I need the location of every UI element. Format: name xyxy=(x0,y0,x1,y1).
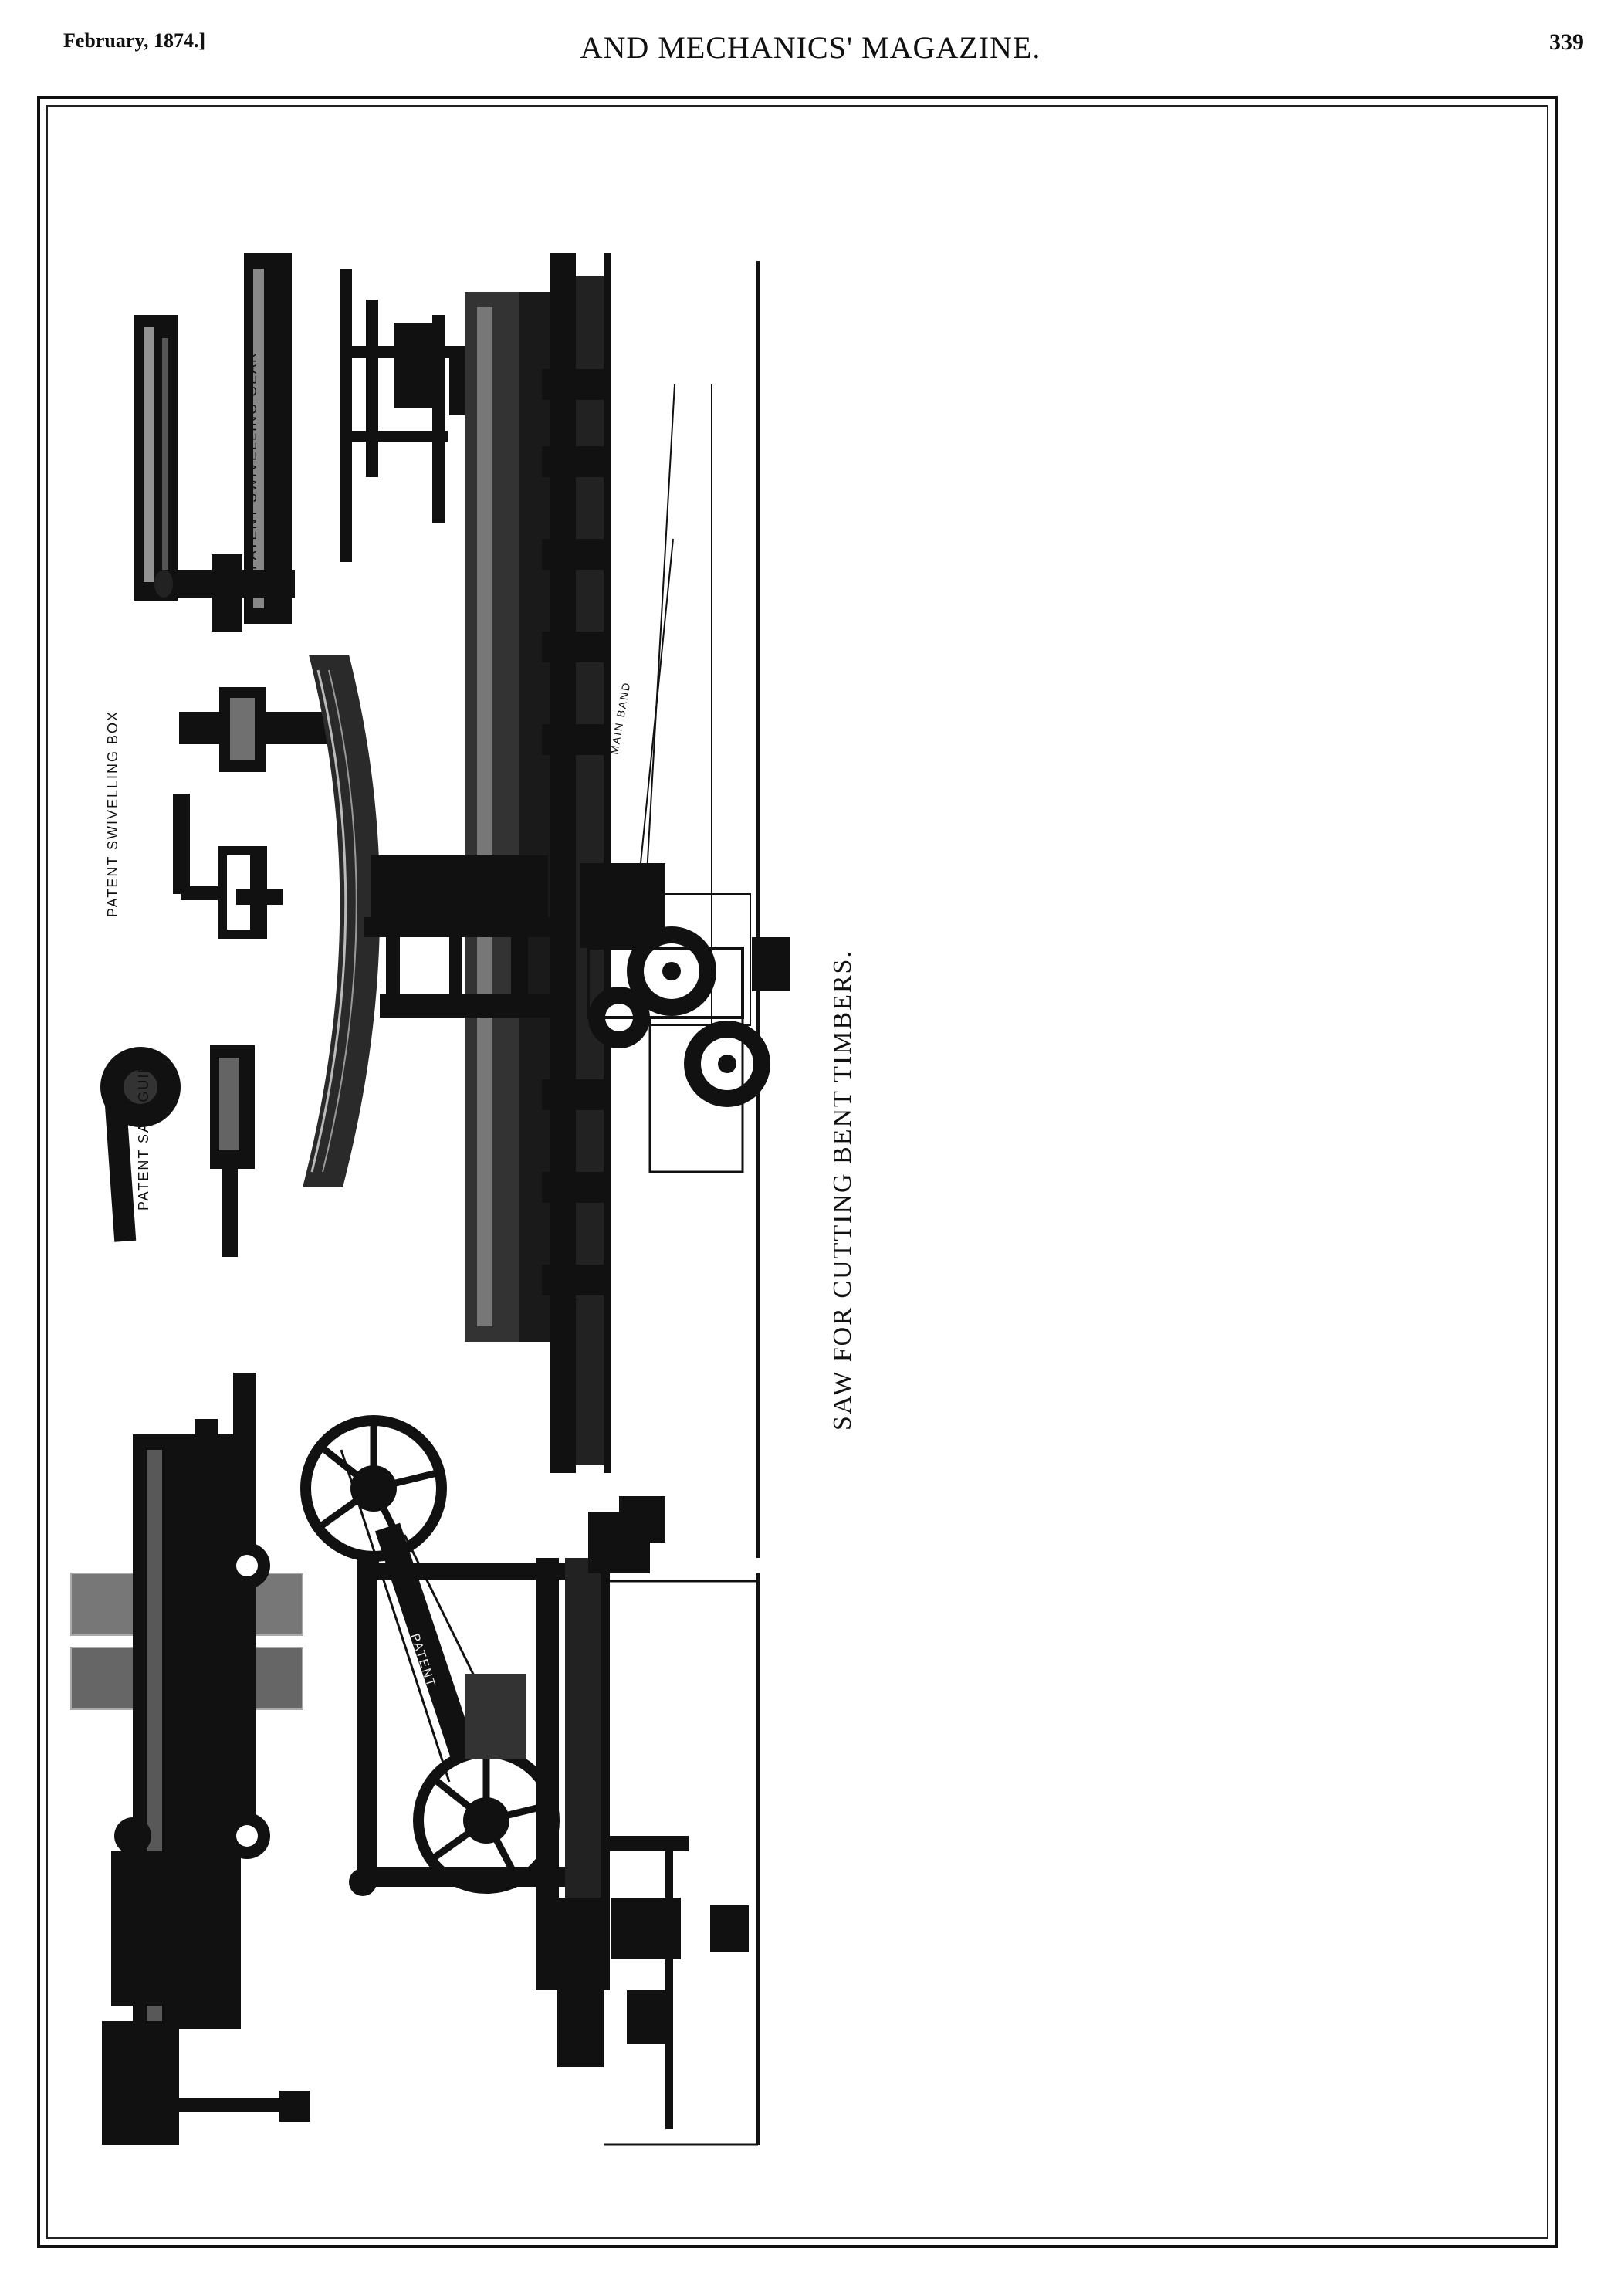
plate-caption: SAW FOR CUTTING BENT TIMBERS. xyxy=(828,950,857,1431)
bent-timber-piece xyxy=(303,655,381,1187)
label-swivelling-gear: PATENT SWIVELLING GEAR xyxy=(244,351,259,570)
plate-inner-border xyxy=(46,105,1548,2239)
running-date: February, 1874.] xyxy=(63,29,206,52)
page-number: 339 xyxy=(1549,29,1584,55)
swivelling-gear-drawing xyxy=(340,269,503,562)
label-swivelling-box: PATENT SWIVELLING BOX xyxy=(105,710,120,917)
front-elevation xyxy=(300,1415,760,2146)
label-main-band: MAIN BAND xyxy=(607,680,632,755)
saw-guide-parts xyxy=(100,794,283,1257)
engraving-plate: PATENT SWIVELLING GEAR PATENT SWIVELLING… xyxy=(70,239,857,2146)
label-saw-guide: PATENT SAW GUIDE xyxy=(136,1051,151,1211)
plate-outer-border xyxy=(37,96,1558,2248)
side-elevation xyxy=(364,253,790,1558)
running-title: AND MECHANICS' MAGAZINE. xyxy=(580,30,1041,65)
plan-view xyxy=(70,1373,310,2145)
